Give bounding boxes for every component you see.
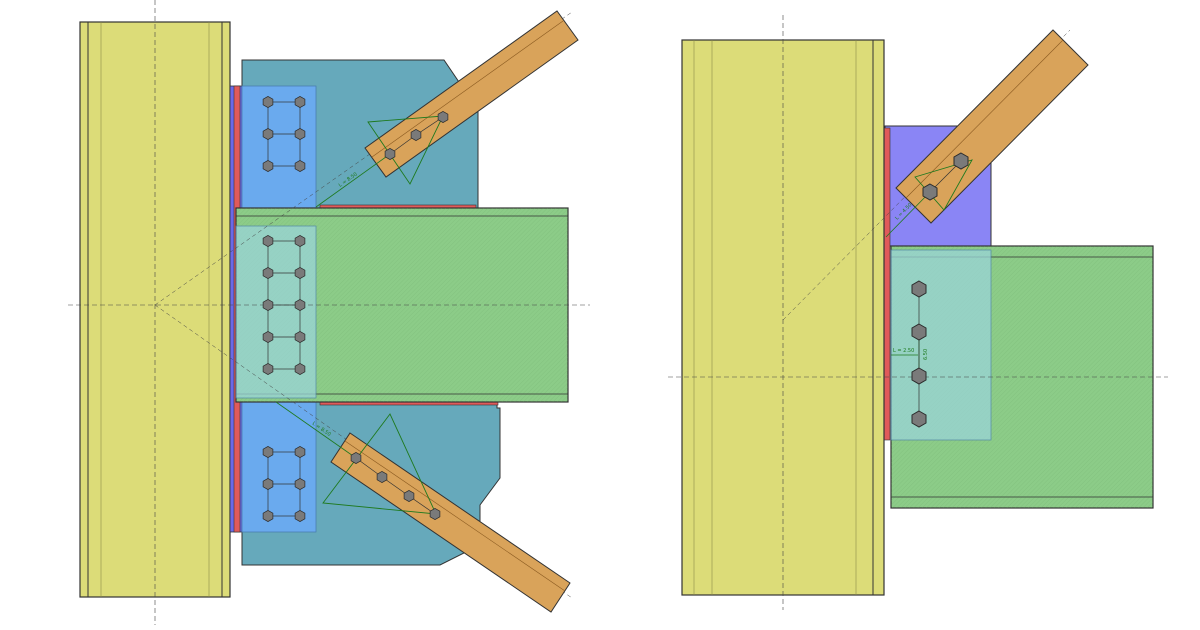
hex-bolt-icon <box>262 363 274 375</box>
hex-bolt-icon <box>294 160 306 172</box>
hex-bolt-icon <box>953 152 969 170</box>
hex-bolt-icon <box>294 331 306 343</box>
upper-clip-plate <box>241 85 317 209</box>
hex-bolt-icon <box>262 331 274 343</box>
hex-bolt-icon <box>262 267 274 279</box>
right-bolt-dim-1: L = 2.50 <box>893 348 914 354</box>
lower-clip-plate <box>241 401 317 533</box>
hex-bolt-icon <box>911 323 927 341</box>
hex-bolt-icon <box>294 299 306 311</box>
shear-tab <box>890 249 992 441</box>
hex-bolt-icon <box>294 267 306 279</box>
hex-bolt-icon <box>262 446 274 458</box>
hex-bolt-icon <box>294 128 306 140</box>
hex-bolt-icon <box>294 96 306 108</box>
hex-bolt-icon <box>262 96 274 108</box>
hex-bolt-icon <box>294 478 306 490</box>
hex-bolt-icon <box>262 510 274 522</box>
hex-bolt-icon <box>294 235 306 247</box>
hex-bolt-icon <box>350 452 362 464</box>
hex-bolt-icon <box>294 510 306 522</box>
lower-brace-bolt-line <box>355 457 436 515</box>
left-connection-view: L = 8.50 L = 8.50 <box>68 0 590 625</box>
hex-bolt-icon <box>262 299 274 311</box>
hex-bolt-icon <box>911 410 927 428</box>
hex-bolt-icon <box>262 128 274 140</box>
hex-bolt-icon <box>294 446 306 458</box>
hex-bolt-icon <box>262 235 274 247</box>
hex-bolt-icon <box>429 508 441 520</box>
lower-brace <box>330 432 571 613</box>
column <box>79 21 231 598</box>
upper-dim-line <box>315 153 391 208</box>
right-dim-line <box>885 191 931 238</box>
hex-bolt-icon <box>410 129 422 141</box>
lower-dim-line <box>275 401 357 459</box>
right-connection-view: L = 4.50 L = 2.50 6.50 <box>668 15 1168 610</box>
upper-work-line <box>154 11 573 306</box>
hex-bolt-icon <box>262 160 274 172</box>
hex-bolt-icon <box>437 111 449 123</box>
column-right <box>681 39 885 596</box>
hex-bolt-icon <box>922 183 938 201</box>
hex-bolt-icon <box>262 478 274 490</box>
hex-bolt-icon <box>911 367 927 385</box>
right-bolt-dim-2: 6.50 <box>923 349 929 360</box>
hex-bolt-icon <box>384 148 396 160</box>
hex-bolt-icon <box>403 490 415 502</box>
hex-bolt-icon <box>376 471 388 483</box>
hex-bolt-icon <box>294 363 306 375</box>
hex-bolt-icon <box>911 280 927 298</box>
shim-plate-right <box>883 127 891 441</box>
